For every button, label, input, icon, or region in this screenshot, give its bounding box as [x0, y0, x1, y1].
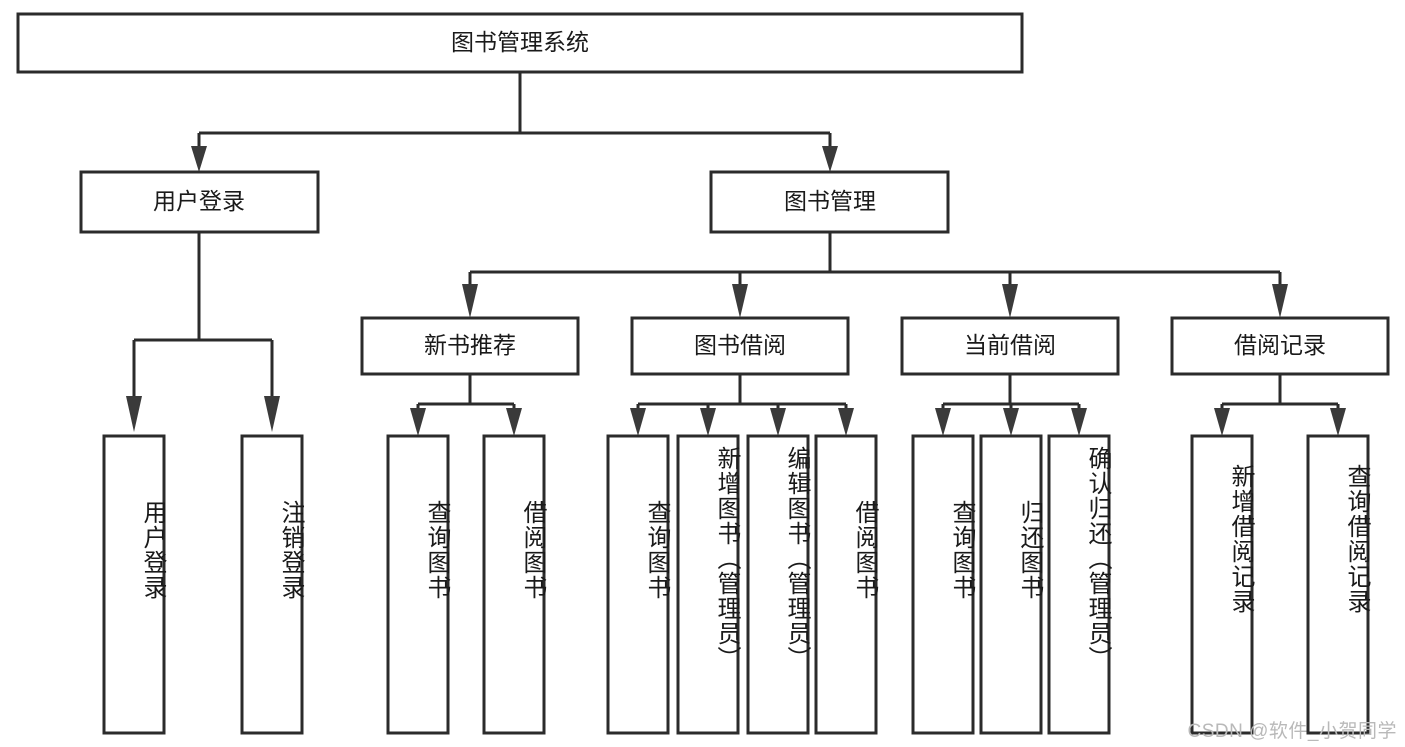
watermark-text: CSDN @软件_小贺同学	[1187, 721, 1397, 742]
leaf-box-current-borrow-3[interactable]	[1047, 434, 1111, 735]
arrowhead-new-book	[462, 284, 478, 318]
arrowhead-leaf-newbook-1	[410, 408, 426, 436]
leaf-box-new-book-2[interactable]	[482, 434, 546, 735]
arrowhead-leaf-borrowrecord-2	[1330, 408, 1346, 436]
leaf-box-borrow-record-1[interactable]	[1190, 434, 1254, 735]
node-box-root[interactable]	[16, 12, 1024, 74]
arrowhead-user-login	[191, 146, 207, 172]
node-label-book-manage: 图书管理	[784, 188, 876, 214]
leaf-box-borrow-record-2[interactable]	[1306, 434, 1370, 735]
arrowhead-leaf-newbook-2	[506, 408, 522, 436]
arrowhead-leaf-bookborrow-3	[770, 408, 786, 436]
arrowhead-leaf-currentborrow-1	[935, 408, 951, 436]
node-boxes: 图书管理系统 用户登录 图书管理 新书推荐 图书借阅 当前借阅 借阅记录	[16, 12, 1390, 735]
leaf-box-book-borrow-1[interactable]	[606, 434, 670, 735]
node-box-book-manage[interactable]	[709, 170, 950, 234]
arrowhead-leaf-bookborrow-1	[630, 408, 646, 436]
leaf-box-new-book-1[interactable]	[386, 434, 450, 735]
arrowhead-book-manage	[822, 146, 838, 172]
node-box-current-borrow[interactable]	[900, 316, 1120, 376]
leaf-box-current-borrow-1[interactable]	[911, 434, 975, 735]
node-label-new-book-recommend: 新书推荐	[424, 332, 516, 358]
leaf-box-book-borrow-4[interactable]	[814, 434, 878, 735]
leaf-box-user-login-2[interactable]	[240, 434, 304, 735]
arrowhead-leaf-currentborrow-3	[1071, 408, 1087, 436]
leaf-box-user-login-1[interactable]	[102, 434, 166, 735]
arrowhead-leaf-user-login-1	[126, 396, 142, 432]
arrowhead-borrow-record	[1272, 284, 1288, 318]
arrowhead-leaf-currentborrow-2	[1003, 408, 1019, 436]
node-label-user-login: 用户登录	[153, 188, 245, 214]
arrowhead-leaf-user-login-2	[264, 396, 280, 432]
arrowhead-leaf-bookborrow-2	[700, 408, 716, 436]
leaf-box-current-borrow-2[interactable]	[979, 434, 1043, 735]
connectors	[126, 72, 1346, 436]
node-label-root: 图书管理系统	[451, 29, 589, 55]
node-label-current-borrow: 当前借阅	[964, 332, 1056, 358]
arrowhead-current-borrow	[1002, 284, 1018, 318]
node-label-borrow-record: 借阅记录	[1234, 332, 1326, 358]
arrowhead-leaf-bookborrow-4	[838, 408, 854, 436]
node-label-book-borrow: 图书借阅	[694, 332, 786, 358]
node-box-user-login[interactable]	[79, 170, 320, 234]
leaf-box-book-borrow-2[interactable]	[676, 434, 740, 735]
leaf-box-book-borrow-3[interactable]	[746, 434, 810, 735]
node-box-book-borrow[interactable]	[630, 316, 850, 376]
arrowhead-leaf-borrowrecord-1	[1214, 408, 1230, 436]
node-box-new-book-recommend[interactable]	[360, 316, 580, 376]
node-box-borrow-record[interactable]	[1170, 316, 1390, 376]
arrowhead-book-borrow	[732, 284, 748, 318]
